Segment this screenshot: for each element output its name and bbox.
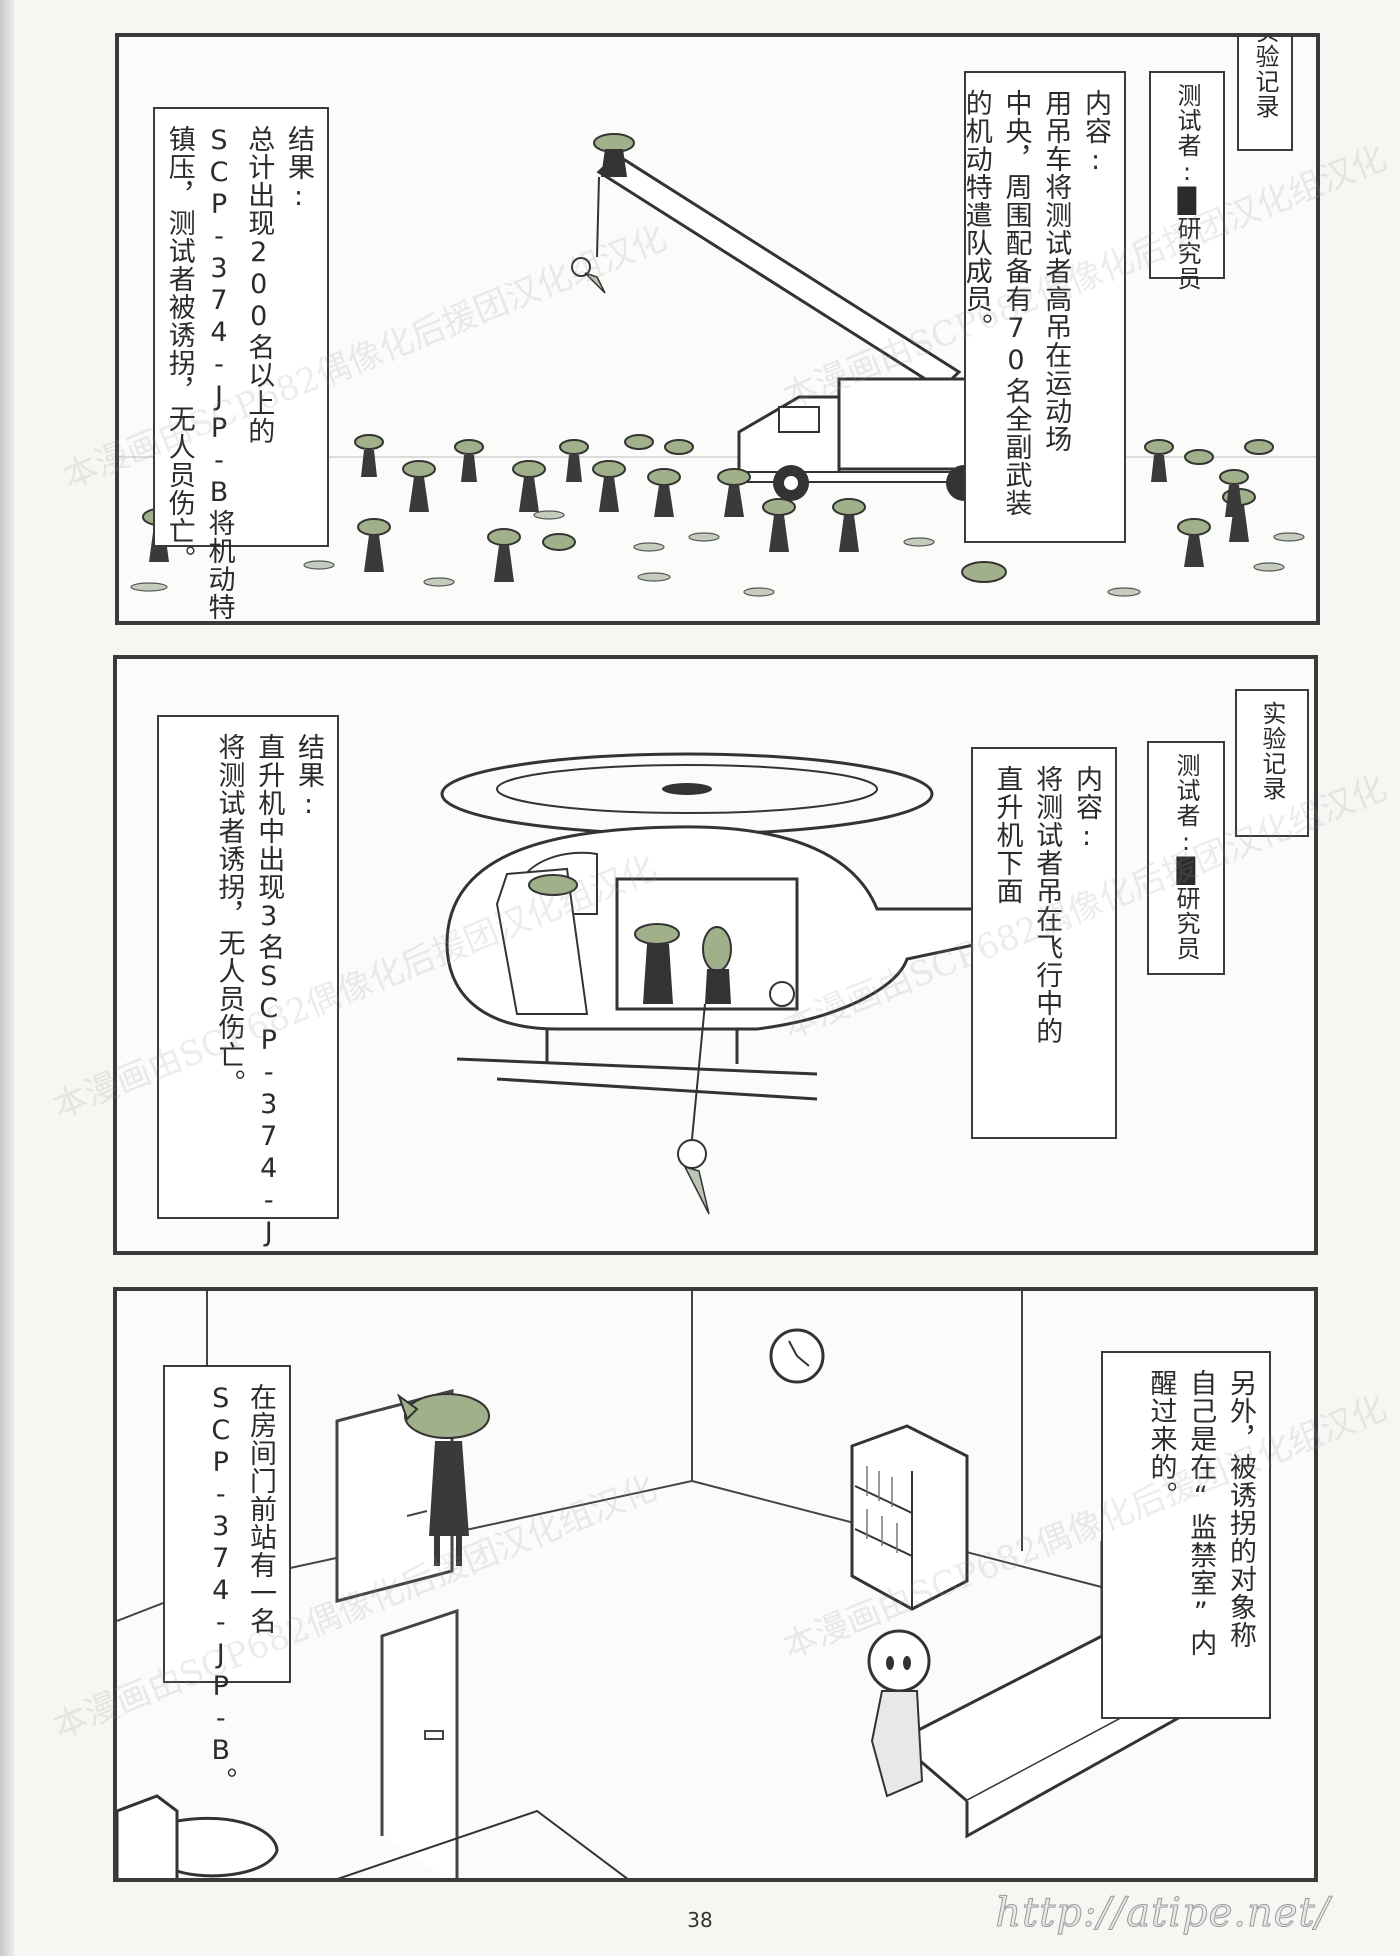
page-number: 38 bbox=[687, 1908, 713, 1932]
experiment-log-label: 实验记录 bbox=[1258, 701, 1286, 801]
experiment-log-tag: 实验记录 bbox=[1235, 689, 1309, 837]
content-line-4: 的机动特遣队成员。 bbox=[960, 89, 992, 341]
helicopter-illustration bbox=[440, 752, 1109, 1215]
experiment-log-tag: 实验记录 bbox=[1237, 33, 1293, 151]
tester-label: 测试者:█研究员 bbox=[1173, 83, 1201, 291]
content-line-2: 将测试者吊在飞行中的 bbox=[1031, 765, 1063, 1045]
narration-line-2: SCP-374-JP-B。 bbox=[205, 1383, 237, 1795]
panel-confinement-room: 另外，被诱拐的对象称 自己是在“监禁室”内 醒过来的。 在房间门前站有一名 SC… bbox=[113, 1287, 1318, 1882]
tester-tag: 测试者:█研究员 bbox=[1149, 71, 1225, 291]
result-line-1: 结果: bbox=[293, 733, 324, 821]
panel-crane-experiment: 实验记录 测试者:█研究员 内容: 用吊车将测试者高吊在运动场 中央，周围配备有… bbox=[115, 33, 1320, 625]
page-binding-shadow bbox=[0, 0, 14, 1956]
result-line-1: 结果: bbox=[283, 125, 314, 213]
narration-line-3: 醒过来的。 bbox=[1145, 1369, 1177, 1509]
tester-label: 测试者:█研究员 bbox=[1172, 753, 1200, 961]
result-line-3: SCP-374-JP-B将机动特遣队 bbox=[203, 125, 235, 625]
result-line-3: 将测试者诱拐，无人员伤亡。 bbox=[213, 733, 245, 1097]
narration-line-2: 自己是在“监禁室”内 bbox=[1185, 1369, 1217, 1657]
narration-line-1: 另外，被诱拐的对象称 bbox=[1225, 1369, 1256, 1649]
content-line-1: 内容: bbox=[1080, 89, 1111, 177]
result-line-2: 直升机中出现3名SCP-374-JP-B, bbox=[253, 733, 285, 1255]
result-line-4: 镇压，测试者被诱拐，无人员伤亡。 bbox=[163, 125, 195, 573]
site-url-watermark: http://atipe.net/ bbox=[995, 1890, 1330, 1937]
tester-tag: 测试者:█研究员 bbox=[1147, 741, 1225, 975]
result-line-2: 总计出现200名以上的 bbox=[243, 125, 275, 445]
narration-box-left: 在房间门前站有一名 SCP-374-JP-B。 bbox=[163, 1365, 291, 1795]
content-line-2: 用吊车将测试者高吊在运动场 bbox=[1040, 89, 1072, 453]
content-line-1: 内容: bbox=[1071, 765, 1102, 853]
content-line-3: 直升机下面 bbox=[991, 765, 1023, 905]
narration-line-1: 在房间门前站有一名 bbox=[245, 1383, 276, 1635]
panel-helicopter-experiment: 实验记录 测试者:█研究员 内容: 将测试者吊在飞行中的 直升机下面 结果: 直… bbox=[113, 655, 1318, 1255]
result-caption-box: 结果: 总计出现200名以上的 SCP-374-JP-B将机动特遣队 镇压，测试… bbox=[153, 107, 329, 625]
result-caption-box: 结果: 直升机中出现3名SCP-374-JP-B, 将测试者诱拐，无人员伤亡。 bbox=[157, 715, 339, 1255]
narration-box-right: 另外，被诱拐的对象称 自己是在“监禁室”内 醒过来的。 bbox=[1101, 1351, 1271, 1719]
content-line-3: 中央，周围配备有70名全副武装 bbox=[1000, 89, 1032, 517]
content-caption-box: 内容: 用吊车将测试者高吊在运动场 中央，周围配备有70名全副武装 的机动特遣队… bbox=[961, 71, 1126, 543]
experiment-log-label: 实验记录 bbox=[1251, 33, 1279, 119]
content-caption-box: 内容: 将测试者吊在飞行中的 直升机下面 bbox=[971, 747, 1117, 1139]
